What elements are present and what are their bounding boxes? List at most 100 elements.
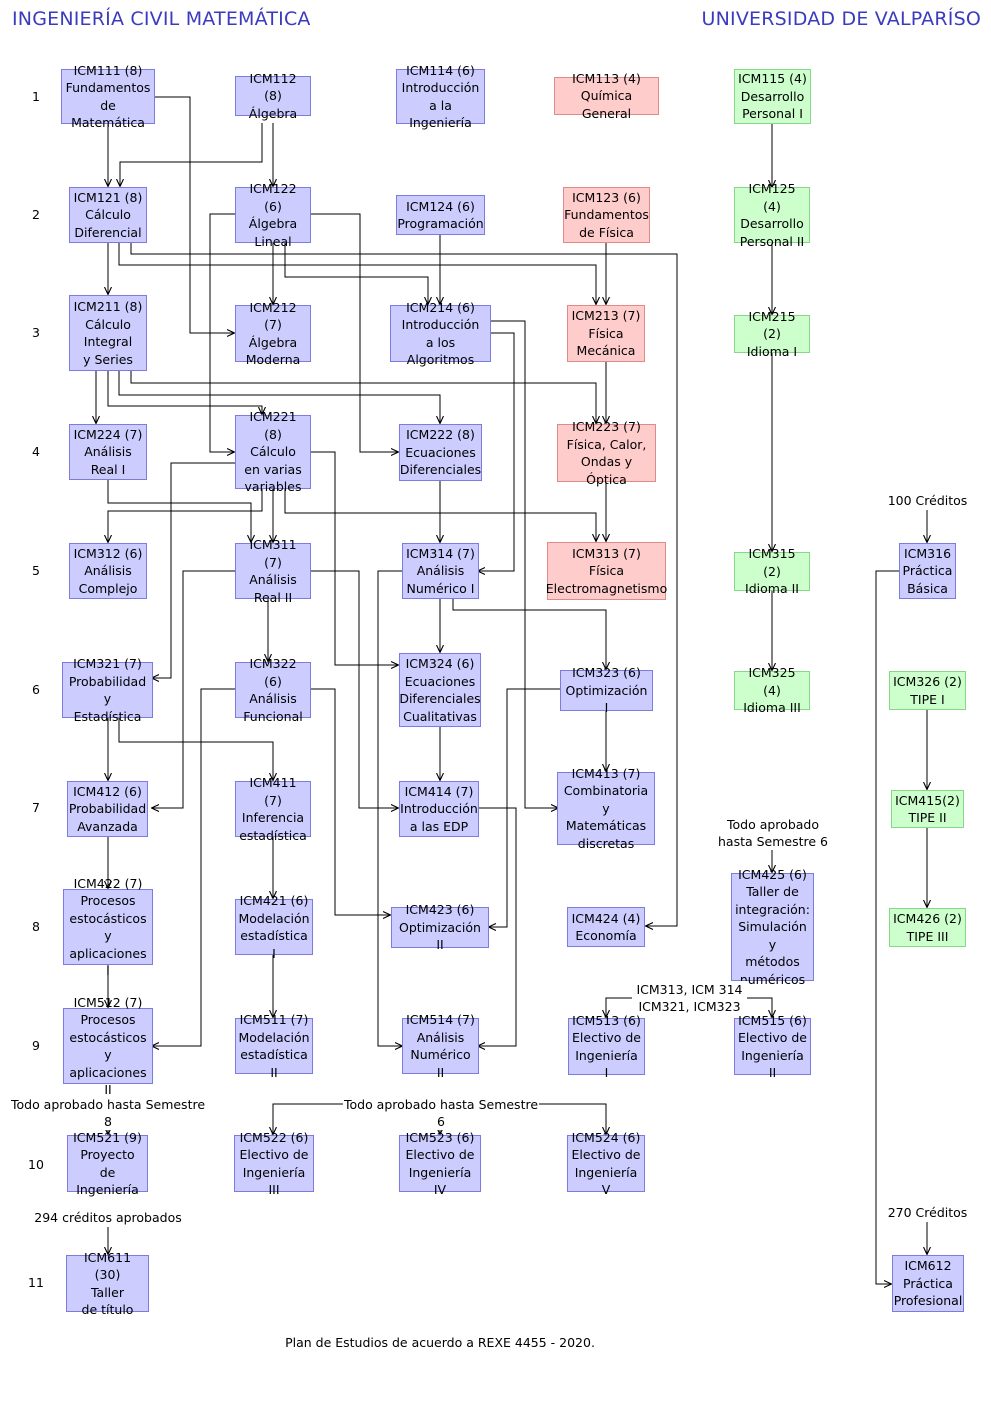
course-icm512[interactable]: ICM512 (7) Procesos estocásticos y aplic… [63,995,153,1097]
course-label: ICM414 (7) Introducción a las EDP [400,783,478,834]
course-label: ICM213 (7) Física Mecánica [571,308,641,359]
course-icm124[interactable]: ICM124 (6) Programación [396,195,485,235]
course-icm323[interactable]: ICM323 (6) Optimización I [560,665,653,715]
semester-number: 8 [32,919,40,934]
course-label: ICM315 (2) Idioma II [745,546,799,597]
semester-number: 2 [32,207,40,222]
course-icm121[interactable]: ICM121 (8) Cálculo Diferencial [69,187,147,243]
course-icm213[interactable]: ICM213 (7) Física Mecánica [567,305,645,362]
course-icm312[interactable]: ICM312 (6) Análisis Complejo [69,543,147,599]
course-icm412[interactable]: ICM412 (6) Probabilidad Avanzada [67,781,148,837]
course-label: ICM115 (4) Desarrollo Personal I [738,71,807,122]
course-label: ICM311 (7) Análisis Real II [249,537,297,605]
course-icm311[interactable]: ICM311 (7) Análisis Real II [235,537,311,605]
note-todo-aprobado-s6: Todo aprobado hasta Semestre 6 [712,816,834,850]
course-icm415[interactable]: ICM415(2) TIPE II [891,790,964,828]
course-icm111[interactable]: ICM111 (8) Fundamentos de Matemática [61,63,155,130]
course-icm521[interactable]: ICM521 (9) Proyecto de Ingeniería [67,1130,148,1197]
course-icm214[interactable]: ICM214 (6) Introducción a los Algoritmos [390,300,491,367]
course-label: ICM224 (7) Análisis Real I [73,426,143,477]
course-label: ICM312 (6) Análisis Complejo [73,545,143,596]
course-icm215[interactable]: ICM215 (2) Idioma I [734,309,810,359]
course-icm523[interactable]: ICM523 (6) Electivo de Ingeniería IV [399,1130,481,1197]
course-icm316[interactable]: ICM316 Práctica Básica [899,543,956,599]
course-icm423[interactable]: ICM423 (6) Optimización II [391,902,489,952]
course-icm513[interactable]: ICM513 (6) Electivo de Ingeniería I [568,1013,645,1080]
course-label: ICM413 (7) Combinatoria y Matemáticas di… [563,765,649,851]
course-icm321[interactable]: ICM321 (7) Probabilidad y Estadística [62,656,153,724]
course-icm511[interactable]: ICM511 (7) Modelación estadística II [235,1012,313,1080]
note-100-creditos: 100 Créditos [880,492,975,509]
semester-number: 1 [32,89,40,104]
course-icm324[interactable]: ICM324 (6) Ecuaciones Diferenciales Cual… [399,653,481,727]
note-elective-prerequisites: ICM313, ICM 314 ICM321, ICM323 [632,981,747,1015]
course-icm115[interactable]: ICM115 (4) Desarrollo Personal I [734,69,811,124]
course-icm425[interactable]: ICM425 (6) Taller de integración: Simula… [731,867,814,987]
course-icm122[interactable]: ICM122 (6) Álgebra Lineal [235,181,311,249]
course-label: ICM521 (9) Proyecto de Ingeniería [73,1129,142,1198]
course-label: ICM514 (7) Análisis Numérico II [406,1012,475,1080]
course-icm224[interactable]: ICM224 (7) Análisis Real I [69,424,147,480]
semester-number: 11 [28,1275,44,1290]
course-icm325[interactable]: ICM325 (4) Idioma III [734,665,810,715]
course-icm326[interactable]: ICM326 (2) TIPE I [889,671,966,710]
course-icm514[interactable]: ICM514 (7) Análisis Numérico II [402,1012,479,1080]
footer-note: Plan de Estudios de acuerdo a REXE 4455 … [285,1335,595,1350]
course-icm421[interactable]: ICM421 (6) Modelación estadística I [235,893,313,961]
note-294-creditos: 294 créditos aprobados [30,1209,186,1226]
course-label: ICM114 (6) Introducción a la Ingeniería [401,62,480,131]
course-icm524[interactable]: ICM524 (6) Electivo de Ingeniería V [567,1130,645,1197]
course-label: ICM612 Práctica Profesional [893,1258,963,1309]
course-label: ICM425 (6) Taller de integración: Simula… [735,866,810,987]
course-icm114[interactable]: ICM114 (6) Introducción a la Ingeniería [396,63,485,130]
course-label: ICM511 (7) Modelación estadística II [238,1012,310,1080]
course-label: ICM411 (7) Inferencia estadística [239,775,307,843]
course-label: ICM426 (2) TIPE III [893,911,962,944]
course-icm411[interactable]: ICM411 (7) Inferencia estadística [235,775,311,843]
course-icm223[interactable]: ICM223 (7) Física, Calor, Ondas y Óptica [557,419,656,487]
semester-number: 7 [32,800,40,815]
course-label: ICM313 (7) Física Electromagnetismo [545,545,668,596]
course-icm424[interactable]: ICM424 (4) Economía [567,907,645,947]
course-icm414[interactable]: ICM414 (7) Introducción a las EDP [399,781,479,837]
course-icm314[interactable]: ICM314 (7) Análisis Numérico I [402,543,479,599]
course-icm221[interactable]: ICM221 (8) Cálculo en varias variables [235,409,311,494]
course-icm125[interactable]: ICM125 (4) Desarrollo Personal II [734,181,810,249]
course-icm422[interactable]: ICM422 (7) Procesos estocásticos y aplic… [63,876,153,978]
course-label: ICM215 (2) Idioma I [746,308,798,359]
course-icm211[interactable]: ICM211 (8) Cálculo Integral y Series [69,295,147,371]
course-label: ICM111 (8) Fundamentos de Matemática [65,62,151,131]
course-icm313[interactable]: ICM313 (7) Física Electromagnetismo [545,542,668,600]
course-icm413[interactable]: ICM413 (7) Combinatoria y Matemáticas di… [557,766,655,851]
course-label: ICM611 (30) Taller de título [81,1249,134,1318]
course-icm612[interactable]: ICM612 Práctica Profesional [892,1255,964,1312]
course-label: ICM412 (6) Probabilidad Avanzada [68,783,147,834]
note-270-creditos: 270 Créditos [880,1204,975,1221]
course-icm212[interactable]: ICM212 (7) Álgebra Moderna [235,300,311,367]
semester-number: 4 [32,444,40,459]
course-label: ICM325 (4) Idioma III [743,665,801,716]
course-label: ICM122 (6) Álgebra Lineal [248,181,298,249]
course-icm112[interactable]: ICM112 (8) Álgebra [235,71,311,121]
course-label: ICM221 (8) Cálculo en varias variables [244,409,302,495]
course-icm522[interactable]: ICM522 (6) Electivo de Ingeniería III [234,1130,314,1197]
course-icm222[interactable]: ICM222 (8) Ecuaciones Diferenciales [399,424,482,481]
course-label: ICM512 (7) Procesos estocásticos y aplic… [69,994,147,1098]
course-icm426[interactable]: ICM426 (2) TIPE III [889,908,966,947]
course-label: ICM324 (6) Ecuaciones Diferenciales Cual… [399,656,481,724]
course-label: ICM124 (6) Programación [397,198,484,232]
course-label: ICM125 (4) Desarrollo Personal II [739,181,805,249]
course-label: ICM322 (6) Análisis Funcional [243,656,303,724]
course-icm315[interactable]: ICM315 (2) Idioma II [734,546,810,596]
course-icm515[interactable]: ICM515 (6) Electivo de Ingeniería II [734,1013,811,1080]
semester-number: 3 [32,325,40,340]
course-label: ICM212 (7) Álgebra Moderna [245,299,301,368]
course-label: ICM316 Práctica Básica [902,545,953,596]
course-icm113[interactable]: ICM113 (4) Química General [554,71,659,121]
program-title: INGENIERÍA CIVIL MATEMÁTICA [12,8,311,30]
course-icm611[interactable]: ICM611 (30) Taller de título [66,1250,149,1317]
semester-number: 9 [32,1038,40,1053]
course-icm322[interactable]: ICM322 (6) Análisis Funcional [235,656,311,724]
course-icm123[interactable]: ICM123 (6) Fundamentos de Física [563,187,650,243]
